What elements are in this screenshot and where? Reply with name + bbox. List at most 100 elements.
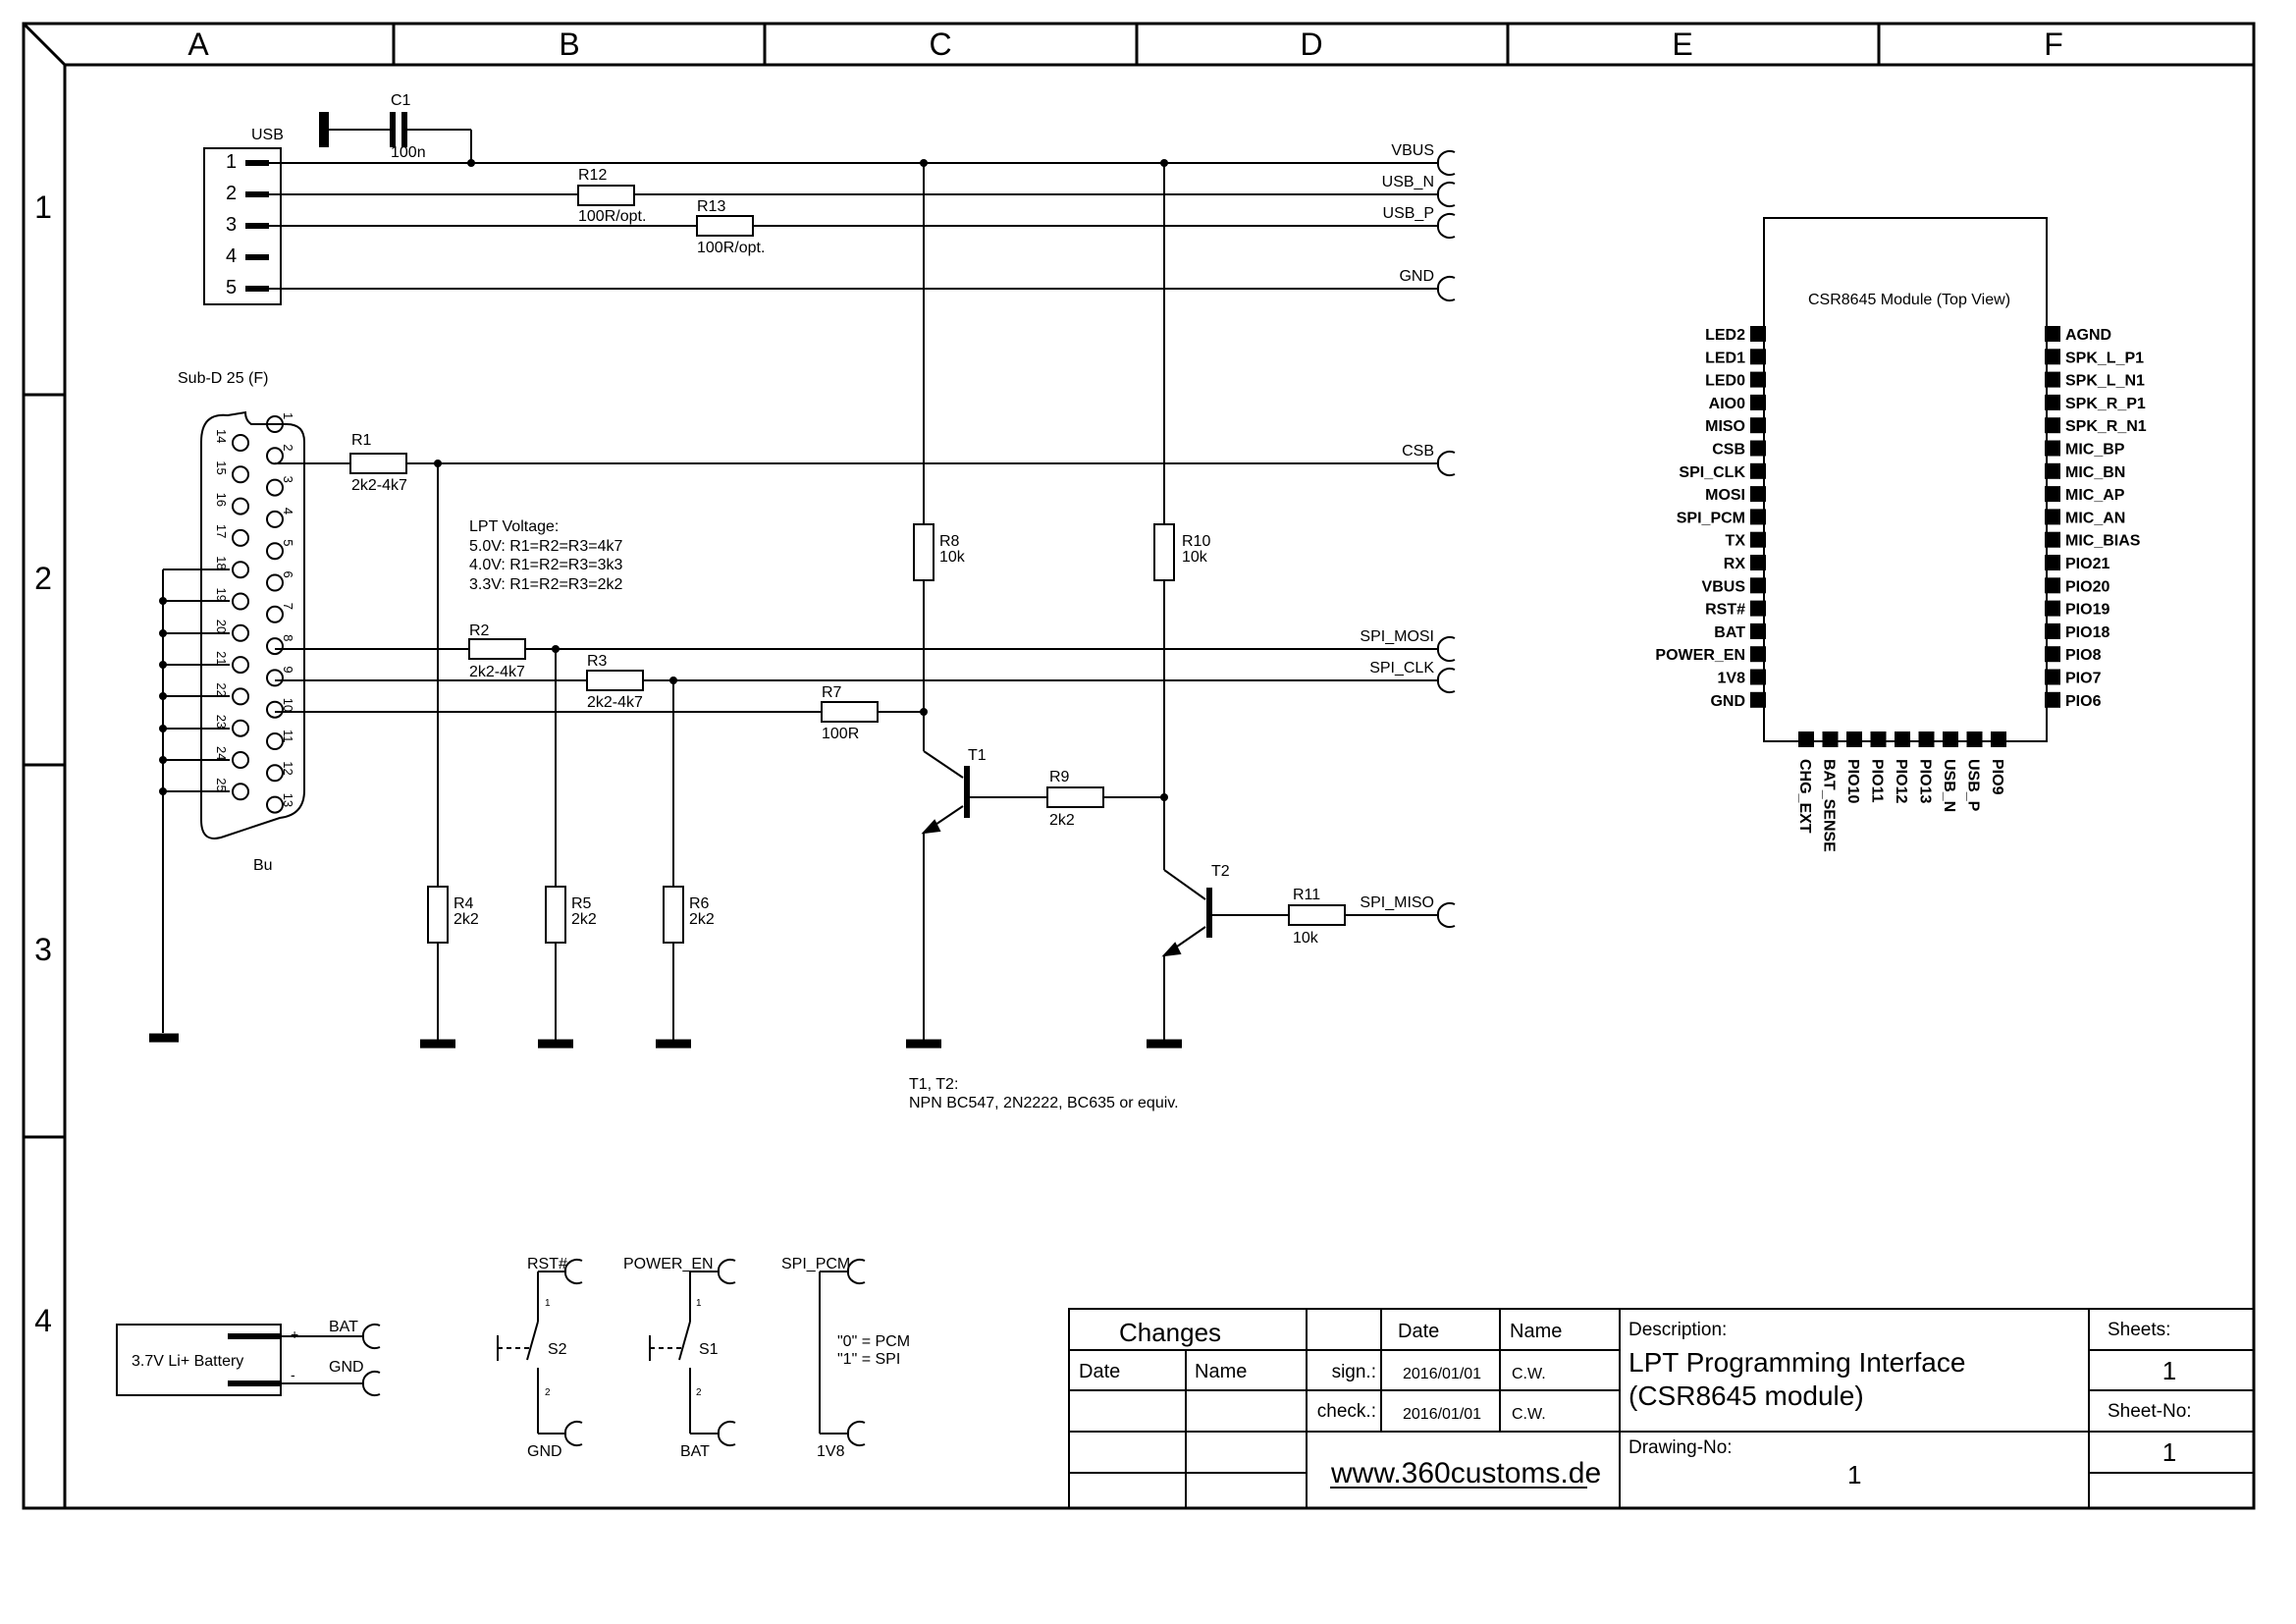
module-pad	[1798, 731, 1814, 747]
subd-pin-hole	[232, 561, 249, 579]
subd-pin-hole	[232, 783, 249, 801]
r10-name: R10	[1182, 533, 1210, 550]
transistor-t2	[1147, 869, 1438, 1049]
c1-value: 100n	[391, 144, 426, 161]
module-title: CSR8645 Module (Top View)	[1808, 292, 2010, 308]
subd-pin-hole	[266, 605, 284, 623]
s2-top-label: RST#	[527, 1256, 567, 1272]
r2-name: R2	[469, 623, 490, 639]
module-pin-label: TX	[1726, 533, 1746, 550]
r2-value: 2k2-4k7	[469, 664, 525, 680]
module-pin-label: CSB	[1712, 442, 1745, 459]
pcm-bottom-label: 1V8	[817, 1443, 845, 1460]
tb-sign-label: sign.:	[1332, 1362, 1376, 1382]
row-label-1: 1	[34, 189, 52, 225]
module-pin-label: LED2	[1705, 327, 1745, 344]
module-pad	[1895, 731, 1910, 747]
column-label-a: A	[187, 27, 209, 62]
net-label-usb-n: USB_N	[1382, 174, 1434, 190]
subd-pin-number: 24	[214, 746, 229, 760]
module-pad	[1750, 669, 1766, 685]
module-pad	[1750, 440, 1766, 457]
subd-pin-number: 6	[281, 571, 295, 578]
module-pin-label: SPK_R_N1	[2065, 418, 2147, 435]
row-label-3: 3	[34, 932, 52, 967]
subd-pin-hole	[232, 687, 249, 706]
module-pad	[1750, 394, 1766, 410]
module-pin-label: MIC_BP	[2065, 442, 2125, 459]
module-pin-label: PIO8	[2065, 647, 2102, 664]
subd-pin-hole	[232, 497, 249, 515]
s2-name: S2	[548, 1341, 567, 1358]
module-pin-label: MISO	[1705, 418, 1745, 435]
module-pad	[2045, 669, 2060, 685]
t2-label: T2	[1211, 863, 1230, 880]
module-pin-label: PIO19	[2065, 602, 2109, 619]
module-pad	[1750, 417, 1766, 434]
r7-value: 100R	[822, 726, 859, 742]
net-connectors	[1436, 149, 1456, 929]
module-pin-label: POWER_EN	[1655, 647, 1745, 664]
r10-branch	[1153, 163, 1175, 870]
s1-pin1: 1	[696, 1298, 702, 1309]
module-pin-label: VBUS	[1702, 578, 1746, 595]
module-pin-label: CHG_EXT	[1796, 759, 1813, 834]
mosi-circuit	[275, 638, 1438, 1049]
tb-name-col: Name	[1195, 1361, 1247, 1382]
tb-sheets: 1	[2163, 1356, 2176, 1385]
net-label-gnd: GND	[1399, 268, 1434, 285]
subd-pin-hole	[266, 637, 284, 656]
usb-pin-5: 5	[226, 277, 237, 298]
module-pin-label: MIC_BIAS	[2065, 533, 2141, 550]
subd-pin-number: 23	[214, 715, 229, 729]
module-pin-label: USB_P	[1965, 759, 1982, 812]
subd-pin-number: 25	[214, 778, 229, 791]
subd-pin-hole	[266, 795, 284, 814]
subd-pin-hole	[232, 656, 249, 675]
subd-pin-hole	[266, 669, 284, 687]
t1-label: T1	[968, 747, 987, 764]
module-pin-label: MOSI	[1705, 487, 1745, 504]
r12-name: R12	[578, 167, 607, 184]
tb-check-name: C.W.	[1512, 1406, 1546, 1423]
subd-pin-number: 13	[281, 793, 295, 807]
subd-pin-hole	[232, 465, 249, 484]
module-pin-label: PIO20	[2065, 578, 2109, 595]
module-pin-label: PIO13	[1917, 759, 1934, 803]
module-pad	[1750, 509, 1766, 525]
r12-value: 100R/opt.	[578, 208, 646, 225]
subd-pin-number: 20	[214, 620, 229, 633]
subd-pin-number: 17	[214, 524, 229, 538]
subd-ground-bus	[149, 568, 230, 1043]
tb-sign-date: 2016/01/01	[1403, 1366, 1481, 1382]
usb-pin-2: 2	[226, 183, 237, 204]
module-pad	[2045, 600, 2060, 617]
module-pin-label: LED0	[1705, 373, 1745, 390]
csr8645-module	[1750, 217, 2060, 747]
module-pin-label: SPK_L_N1	[2065, 373, 2145, 390]
column-label-c: C	[929, 27, 951, 62]
row-label-2: 2	[34, 561, 52, 596]
module-pad	[2045, 371, 2060, 388]
s2-bottom-label: GND	[527, 1443, 562, 1460]
tb-date-header: Date	[1398, 1321, 1439, 1342]
column-label-d: D	[1300, 27, 1322, 62]
tb-name-header: Name	[1510, 1321, 1562, 1342]
tb-website[interactable]: www.360customs.de	[1330, 1457, 1601, 1489]
subd-pin-number: 11	[281, 730, 295, 743]
column-label-b: B	[559, 27, 579, 62]
r11-value: 10k	[1293, 930, 1319, 947]
s2-pin2: 2	[545, 1387, 551, 1398]
net-label-spi-mosi: SPI_MOSI	[1360, 628, 1434, 645]
usb-label: USB	[251, 127, 284, 143]
r4-name: R4	[454, 895, 474, 912]
module-pad	[2045, 349, 2060, 365]
module-pad	[2045, 577, 2060, 594]
net-label-usb-p: USB_P	[1383, 205, 1434, 222]
subd-pin-hole	[266, 700, 284, 719]
module-pad	[2045, 486, 2060, 503]
module-pin-label: SPI_PCM	[1677, 510, 1745, 526]
subd25-connector	[200, 410, 305, 839]
tb-description-label: Description:	[1629, 1320, 1727, 1340]
